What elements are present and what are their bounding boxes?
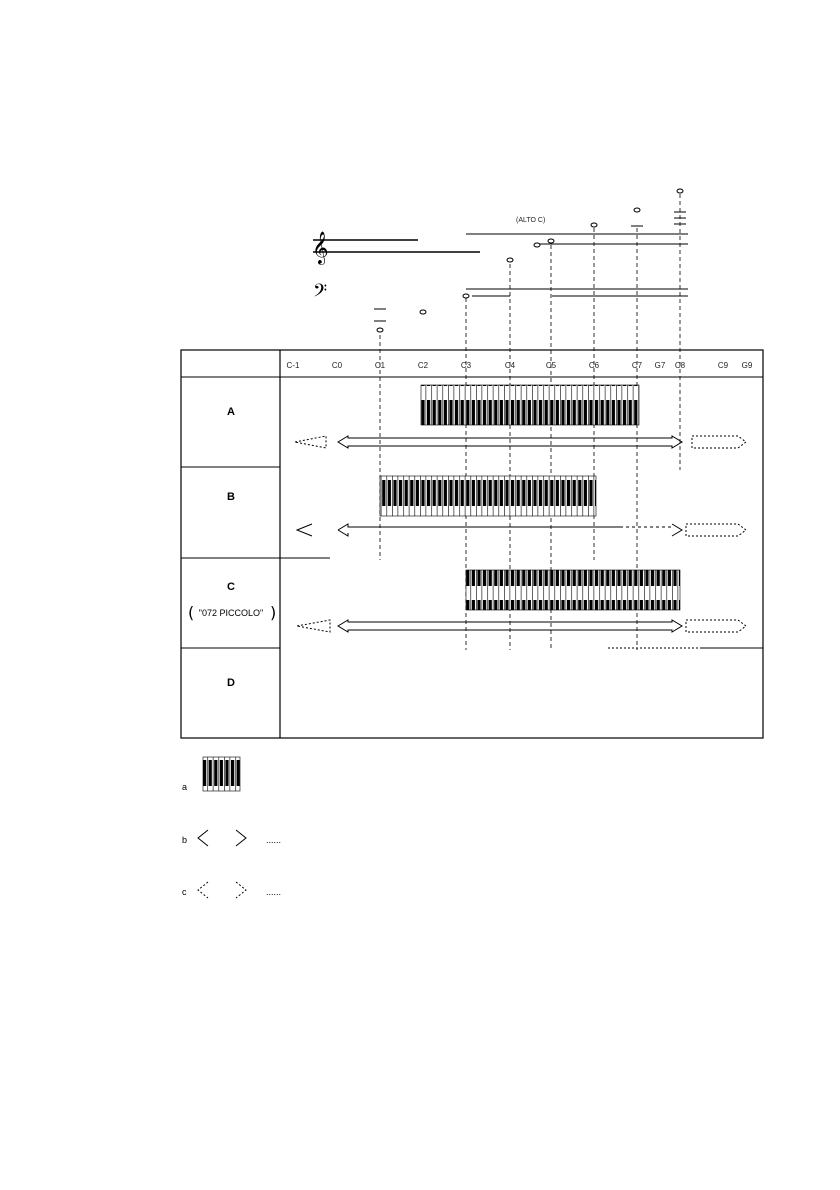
keyboard-range-a: [420, 384, 640, 426]
angle-left-dotted-icon: [197, 881, 209, 899]
range-arrows-b: [295, 523, 747, 537]
header-c0: C0: [332, 361, 343, 370]
row-label-a: A: [227, 406, 235, 418]
treble-annotation: (ALTO C): [516, 217, 545, 224]
header-c8: C8: [675, 361, 686, 370]
paren-left-icon: (: [188, 603, 194, 622]
header-c7: C7: [632, 361, 643, 370]
paren-right-icon: ): [270, 603, 276, 622]
header-c3: C3: [461, 361, 472, 370]
header-c4: C4: [505, 361, 516, 370]
note-icon: [547, 238, 555, 244]
legend-text-b: ......: [266, 835, 281, 845]
note-icon: [506, 257, 514, 263]
header-g7: G7: [655, 361, 666, 370]
row-label-b: B: [227, 491, 235, 503]
row-label-d: D: [227, 677, 235, 689]
row-sublabel-c: "072 PICCOLO": [199, 608, 263, 618]
note-icon: [533, 242, 541, 248]
legend: a b ...... c ......: [182, 756, 281, 899]
keyboard-icon: [202, 756, 241, 792]
keyboard-range-c: [465, 569, 681, 611]
range-table: C-1 C0 C1 C2 C3 C4 C5 C6 C7 G7 C8 C9 G9 …: [180, 349, 764, 739]
treble-clef-icon: 𝄞: [312, 231, 329, 265]
header-c6: C6: [589, 361, 600, 370]
note-icon: [676, 188, 684, 194]
header-c1: C1: [375, 361, 386, 370]
note-icon: [462, 293, 470, 299]
header-c-minus1: C-1: [287, 361, 300, 370]
angle-right-icon: [235, 829, 247, 847]
header-g9: G9: [742, 361, 753, 370]
legend-key-a: a: [182, 782, 187, 792]
bass-staff: 𝄢: [313, 281, 688, 333]
range-arrows-a: [294, 435, 747, 449]
note-icon: [590, 222, 598, 228]
header-c9: C9: [718, 361, 729, 370]
angle-right-dotted-icon: [235, 881, 247, 899]
range-arrows-c: [296, 619, 747, 633]
legend-text-c: ......: [266, 887, 281, 897]
note-icon: [376, 327, 384, 333]
treble-staff: 𝄞 (ALTO C): [312, 188, 688, 265]
note-icon: [633, 207, 641, 213]
angle-left-icon: [197, 829, 209, 847]
legend-key-c: c: [182, 887, 187, 897]
octave-headers: C-1 C0 C1 C2 C3 C4 C5 C6 C7 G7 C8 C9 G9: [287, 361, 753, 370]
header-c2: C2: [418, 361, 429, 370]
note-icon: [419, 309, 427, 315]
row-label-c: C: [227, 581, 235, 593]
bass-clef-icon: 𝄢: [313, 281, 327, 306]
header-c5: C5: [546, 361, 557, 370]
legend-key-b: b: [182, 835, 187, 845]
keyboard-range-b: [379, 475, 597, 517]
